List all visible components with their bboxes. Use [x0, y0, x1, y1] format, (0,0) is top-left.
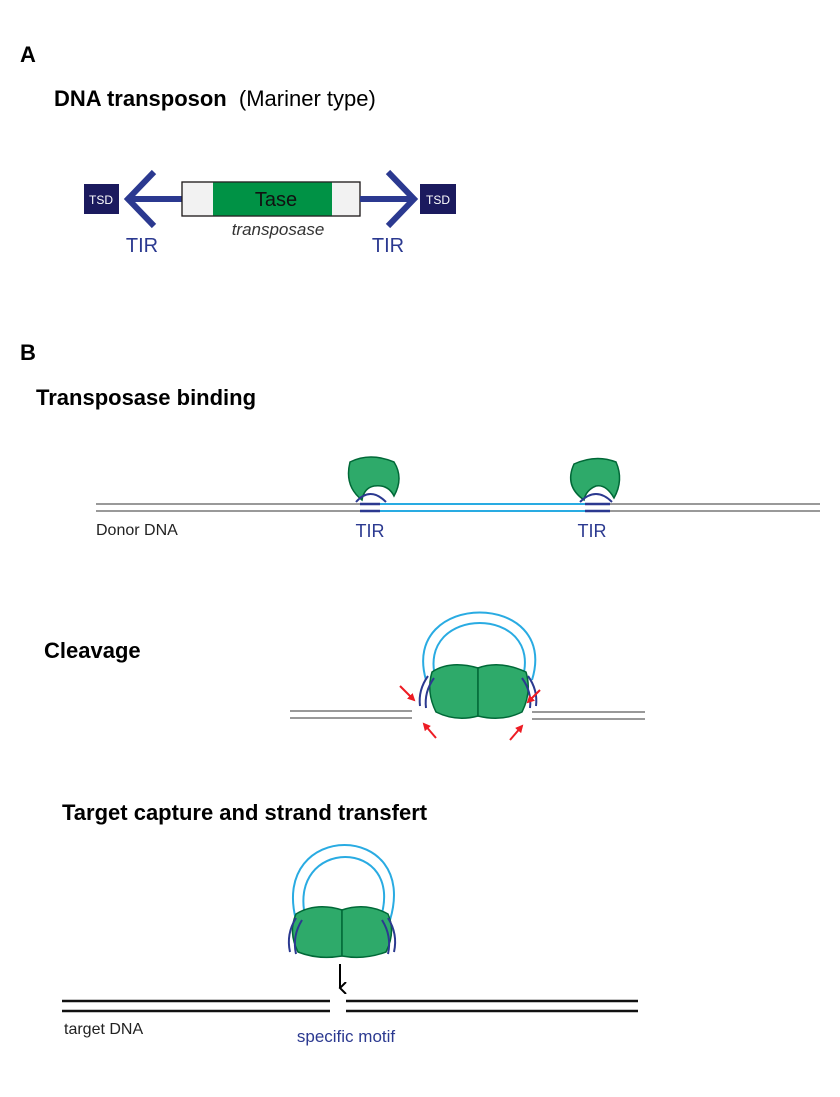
tir-right-label-a: TIR — [372, 235, 404, 257]
cleaved-donor-left — [290, 710, 412, 719]
cleavage-arrows — [399, 685, 541, 741]
tir-bend-left — [355, 493, 387, 503]
tsd-right-box — [420, 184, 456, 214]
capture-title: Target capture and strand transfert — [62, 800, 428, 825]
specific-motif-label: specific motif — [297, 1027, 396, 1046]
tsd-left-label: TSD — [89, 193, 113, 207]
tir-left-label-b: TIR — [356, 521, 385, 541]
cleavage-tir-ends — [418, 675, 538, 709]
tir-left-label-a: TIR — [126, 235, 158, 257]
cleavage-title: Cleavage — [44, 638, 141, 663]
tir-bend-right — [579, 493, 613, 503]
panel-a-title-sub: (Mariner type) — [239, 86, 376, 111]
tir-right-arrow — [360, 169, 419, 229]
donor-dna-label: Donor DNA — [96, 522, 178, 539]
transposase-protein-right — [569, 457, 621, 502]
tir-left-arrow — [123, 169, 182, 229]
capture-tir-ends — [287, 917, 397, 955]
capture-protein-dimer — [291, 906, 393, 959]
capture-loop — [292, 844, 395, 921]
transposase-label: transposase — [232, 220, 325, 239]
tir-right-label-b: TIR — [578, 521, 607, 541]
cleavage-protein-dimer — [429, 664, 529, 719]
panel-b-letter: B — [20, 340, 36, 365]
tase-gene-box — [213, 182, 332, 216]
binding-title: Transposase binding — [36, 385, 256, 410]
panel-a-letter: A — [20, 42, 36, 67]
cleavage-loop — [422, 611, 537, 681]
tsd-left-box — [84, 184, 119, 214]
cleaved-donor-right — [532, 711, 645, 720]
tsd-right-label: TSD — [426, 193, 450, 207]
tase-gene-label: Tase — [255, 189, 297, 211]
target-dna-label: target DNA — [64, 1021, 143, 1038]
panel-a-title: DNA transposon (Mariner type) — [54, 86, 376, 111]
target-dna — [62, 999, 638, 1013]
panel-a-title-main: DNA transposon — [54, 86, 227, 111]
donor-dna — [96, 502, 820, 513]
